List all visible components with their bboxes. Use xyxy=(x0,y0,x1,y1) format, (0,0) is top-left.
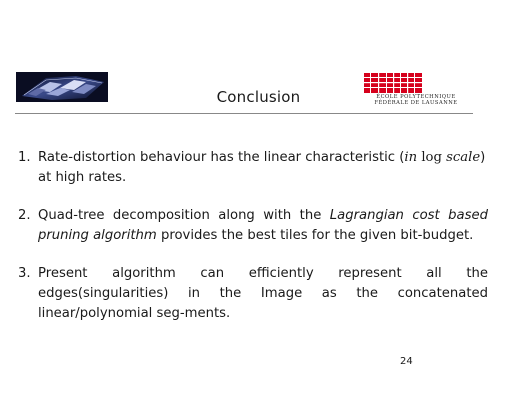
item-text-part: at high rates. xyxy=(38,170,127,185)
item-text-part: provides the best tiles for the given bi… xyxy=(156,228,474,243)
item-number: 3. xyxy=(18,266,31,281)
item-text: Rate-distortion behaviour has the linear… xyxy=(38,148,488,188)
page-number: 24 xyxy=(400,356,413,367)
list-item: 3. Present algorithm can efficiently rep… xyxy=(18,264,488,324)
item-text: Quad-tree decomposition along with the L… xyxy=(38,206,488,246)
epfl-name-line2: FÉDÉRALE DE LAUSANNE xyxy=(374,100,458,106)
conclusion-list: 1. Rate-distortion behaviour has the lin… xyxy=(18,148,488,324)
math-scale: scale xyxy=(446,150,481,165)
item-text-part: Rate-distortion behaviour has the linear… xyxy=(38,150,405,165)
item-text: Present algorithm can efficiently repres… xyxy=(38,266,488,321)
slide-title: Conclusion xyxy=(216,88,301,106)
item-number: 2. xyxy=(18,208,31,223)
item-emphasis: Lagrangian cost based pruning algorithm xyxy=(38,208,488,243)
math-in: in xyxy=(404,150,418,165)
item-number: 1. xyxy=(18,150,31,165)
tiled-surface-logo xyxy=(16,72,108,102)
epfl-logo: ÉCOLE POLYTECHNIQUE FÉDÉRALE DE LAUSANNE xyxy=(360,73,472,106)
epfl-name-line1: ÉCOLE POLYTECHNIQUE xyxy=(376,94,456,100)
epfl-mark-icon xyxy=(364,73,422,93)
item-text-part: ) xyxy=(480,150,486,165)
math-log: log xyxy=(421,150,442,165)
title-divider xyxy=(15,113,473,114)
list-item: 2. Quad-tree decomposition along with th… xyxy=(18,206,488,246)
item-text-part: Quad-tree decomposition along with the xyxy=(38,208,330,223)
list-item: 1. Rate-distortion behaviour has the lin… xyxy=(18,148,488,188)
